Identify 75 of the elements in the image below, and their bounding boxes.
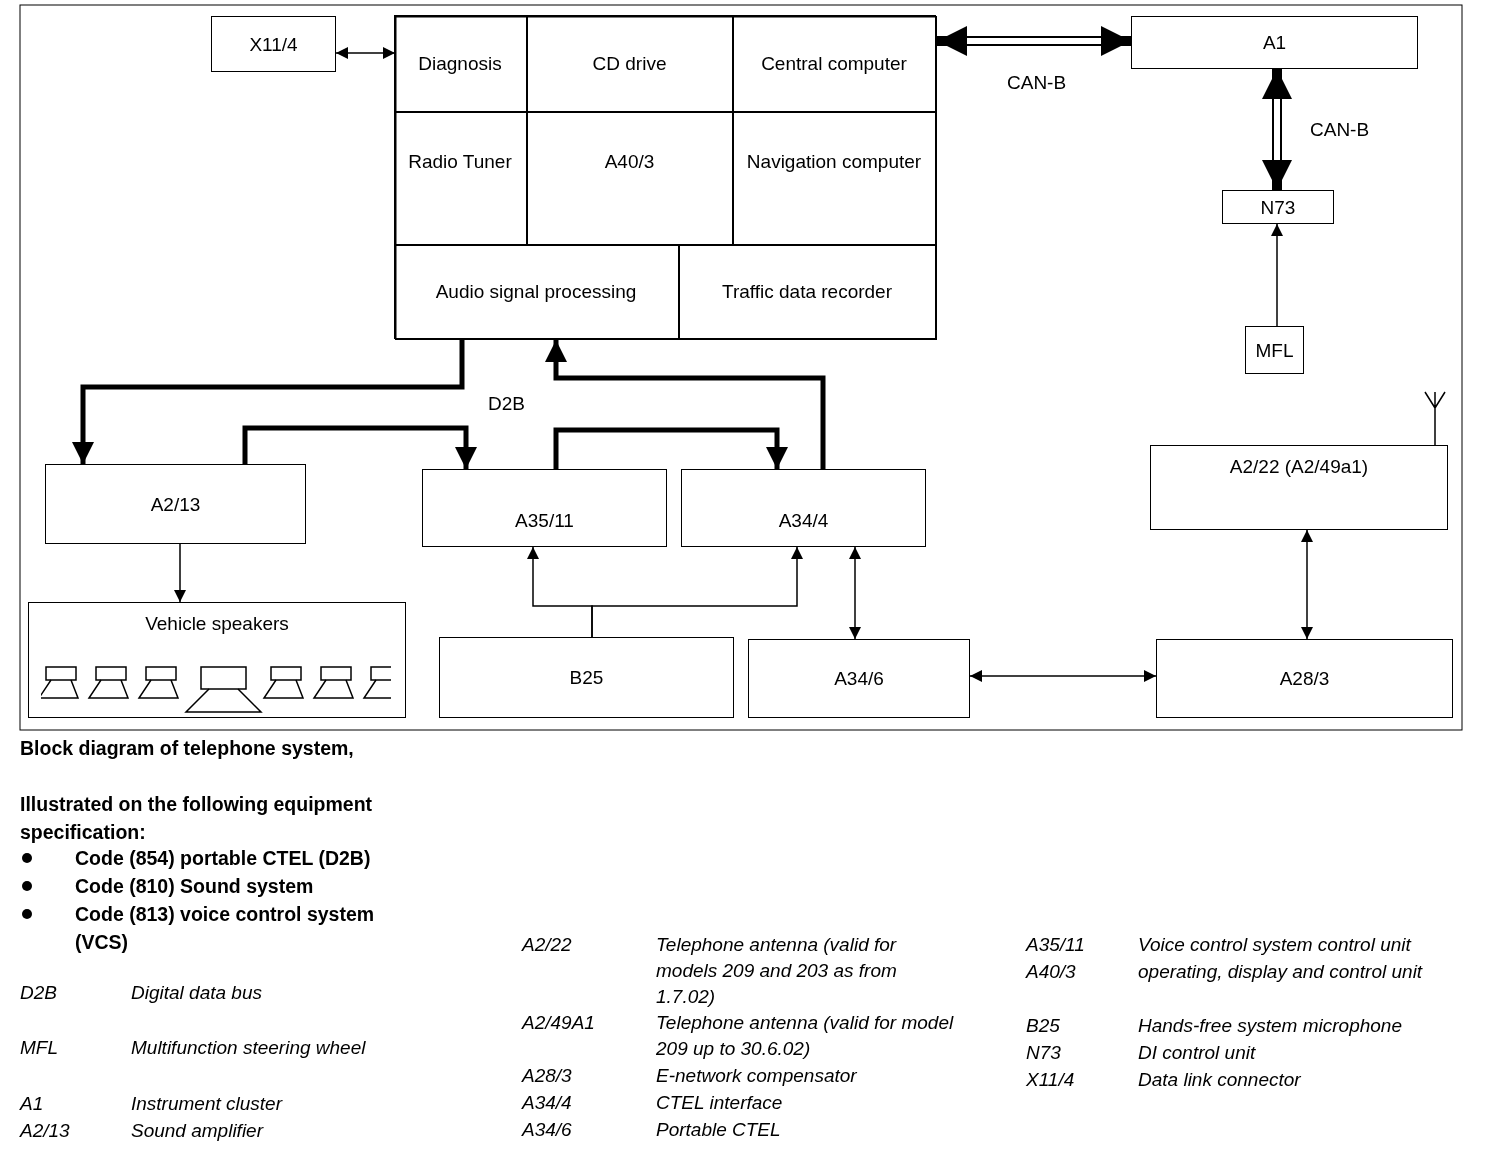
abbreviation: B25 (1026, 1014, 1061, 1038)
unit-box (45, 464, 306, 544)
abbreviation: A2/49A1 (522, 1011, 596, 1035)
unit-box (748, 639, 970, 718)
unit-label: A28/3 (1279, 667, 1330, 691)
unit-label: Audio signal processing (435, 280, 637, 304)
abbreviation: A1 (20, 1092, 45, 1116)
unit-cell (393, 244, 679, 339)
unit-label: A2/22 (A2/49a1) (1229, 455, 1369, 479)
unit-label: A35/11 (515, 509, 574, 533)
unit-label: A2/13 (150, 492, 201, 517)
specification-heading: Illustrated on the following equipment specification: (20, 792, 374, 845)
unit-label: A40/3 (604, 149, 655, 174)
unit-cell (393, 111, 527, 245)
abbreviation-description: Sound amplifier (131, 1119, 265, 1143)
unit-box (1222, 190, 1334, 224)
unit-label: A34/6 (834, 667, 884, 691)
abbreviation: A2/22 (522, 933, 573, 957)
unit-cell (732, 111, 936, 245)
unit-label: Radio Tuner (408, 149, 512, 174)
abbreviation-description: Portable CTEL (656, 1118, 782, 1142)
unit-label: A34/4 (778, 509, 829, 533)
specification-item: Code (813) voice control system (VCS) (75, 902, 376, 955)
abbreviation-description: E-network compensator (656, 1064, 858, 1088)
unit-box (1245, 326, 1304, 374)
unit-box (211, 16, 336, 72)
unit-box (681, 469, 926, 547)
unit-label: A1 (1262, 31, 1287, 55)
abbreviation: A35/11 (1026, 933, 1086, 957)
unit-cell (678, 244, 936, 339)
abbreviation: X11/4 (1026, 1068, 1076, 1092)
unit-label: Diagnosis (418, 51, 502, 76)
unit-label: X11/4 (249, 32, 298, 57)
unit-label: N73 (1260, 195, 1296, 220)
unit-cell (526, 111, 733, 245)
unit-cell (393, 14, 527, 112)
abbreviation-description: Voice control system control unit (1138, 933, 1413, 957)
abbreviation-description: CTEL interface (656, 1091, 784, 1115)
unit-box (28, 602, 406, 718)
abbreviation-description: Digital data bus (131, 981, 263, 1005)
abbreviation: A34/6 (522, 1118, 573, 1142)
abbreviation: A2/13 (20, 1119, 71, 1143)
unit-label: Central computer (761, 51, 907, 76)
abbreviation: A40/3 (1026, 960, 1077, 984)
abbreviation: A34/4 (522, 1091, 573, 1115)
unit-label: Navigation computer (746, 149, 922, 174)
unit-label: CD drive (592, 51, 667, 76)
abbreviation-description: Multifunction steering wheel (131, 1036, 367, 1060)
unit-cell (732, 14, 936, 112)
abbreviation-description: Telephone antenna (valid for model 209 up to 30.6.02) (656, 1011, 955, 1061)
unit-box (1156, 639, 1453, 718)
unit-label: B25 (569, 666, 604, 690)
unit-label: Vehicle speakers (145, 612, 289, 636)
unit-box (422, 469, 667, 547)
abbreviation-description: Telephone antenna (valid for models 209 and 203 as from 1.7.02) (656, 933, 898, 1009)
abbreviation-description: operating, display and control unit (1138, 960, 1424, 984)
unit-cell (526, 14, 733, 112)
abbreviation: MFL (20, 1036, 59, 1060)
unit-label: MFL (1255, 338, 1294, 363)
unit-box (439, 637, 734, 718)
abbreviation-description: DI control unit (1138, 1041, 1257, 1065)
abbreviation: A28/3 (522, 1064, 573, 1088)
unit-box (1150, 445, 1448, 530)
abbreviation: D2B (20, 981, 58, 1005)
abbreviation: N73 (1026, 1041, 1062, 1065)
abbreviation-description: Data link connector (1138, 1068, 1302, 1092)
unit-label: Traffic data recorder (722, 280, 892, 304)
diagram-title: Block diagram of telephone system, (20, 736, 355, 761)
specification-item: Code (854) portable CTEL (D2B) (75, 846, 372, 871)
abbreviation-description: Hands-free system microphone (1138, 1014, 1403, 1038)
unit-box (1131, 16, 1418, 69)
control-unit-box (395, 16, 937, 340)
bus-label: D2B (488, 392, 526, 416)
specification-item: Code (810) Sound system (75, 874, 315, 899)
abbreviation-description: Instrument cluster (131, 1092, 284, 1116)
